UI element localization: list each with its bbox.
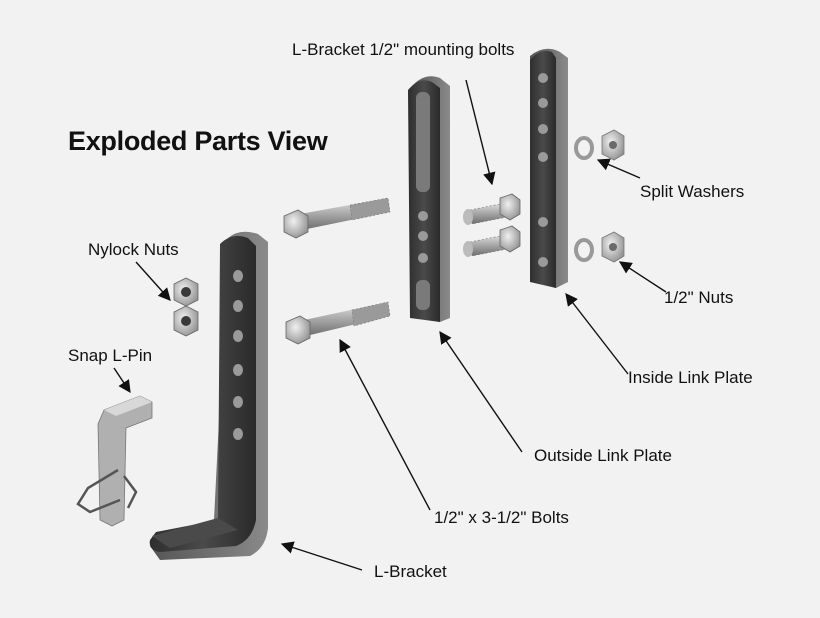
outside-link-plate xyxy=(408,76,450,322)
split-washer-upper xyxy=(574,136,594,160)
inside-link-plate xyxy=(530,48,568,288)
leader-split-washers xyxy=(596,158,641,179)
mounting-bolt-lower xyxy=(463,225,521,257)
long-bolt-lower xyxy=(285,301,391,345)
leader-lines xyxy=(113,79,667,571)
leader-mounting-bolts xyxy=(465,79,496,186)
label-inside-plate: Inside Link Plate xyxy=(628,368,753,387)
leader-nylock-nuts xyxy=(135,261,171,301)
snap-l-pin xyxy=(76,395,153,527)
leader-outside-plate xyxy=(439,330,523,453)
mounting-bolt-upper xyxy=(463,193,521,225)
label-snap-pin: Snap L-Pin xyxy=(68,346,153,365)
leader-half-nuts xyxy=(618,261,667,293)
label-bolts: 1/2" x 3-1/2" Bolts xyxy=(434,508,569,527)
nylock-nut-lower xyxy=(173,305,199,337)
leader-inside-plate xyxy=(565,293,629,375)
label-mounting-bolts: L-Bracket 1/2" mounting bolts xyxy=(292,40,515,59)
half-nut-lower xyxy=(601,231,625,263)
label-split-washers: Split Washers xyxy=(640,182,745,201)
label-half-nuts: 1/2" Nuts xyxy=(664,288,734,307)
label-l-bracket: L-Bracket xyxy=(374,562,447,581)
leader-bolts xyxy=(339,338,431,511)
label-outside-plate: Outside Link Plate xyxy=(534,446,672,465)
diagram-title: Exploded Parts View xyxy=(68,126,328,156)
label-nylock-nuts: Nylock Nuts xyxy=(88,240,179,259)
nylock-nut-upper xyxy=(173,277,199,307)
long-bolt-upper xyxy=(283,197,391,239)
half-nut-upper xyxy=(601,129,625,161)
l-bracket xyxy=(149,231,268,560)
split-washer-lower xyxy=(574,238,594,262)
leader-snap-pin xyxy=(113,367,131,394)
leader-l-bracket xyxy=(280,541,363,571)
